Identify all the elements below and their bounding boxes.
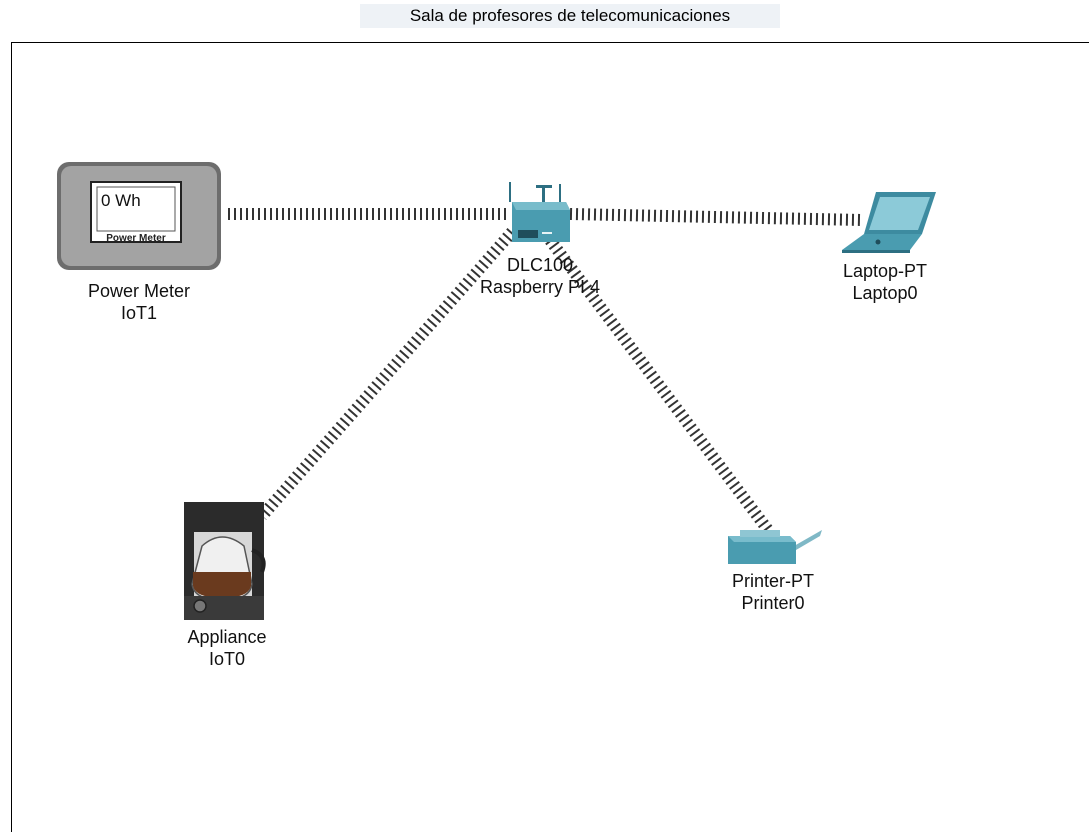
laptop-label: Laptop-PT Laptop0 bbox=[800, 260, 970, 304]
gateway-icon bbox=[509, 182, 570, 242]
meter-reading: 0 Wh bbox=[101, 191, 141, 210]
link-gateway-laptop bbox=[569, 208, 863, 226]
appliance-name: IoT0 bbox=[208, 649, 246, 669]
gateway-type: DLC100 bbox=[506, 255, 574, 275]
power-meter-label: Power Meter IoT1 bbox=[55, 280, 223, 324]
diagram-title: Sala de profesores de telecomunicaciones bbox=[360, 4, 780, 28]
gateway-device[interactable] bbox=[504, 180, 574, 248]
printer-name: Printer0 bbox=[741, 593, 805, 613]
meter-brand-text: Power Meter bbox=[106, 233, 166, 244]
appliance-label: Appliance IoT0 bbox=[142, 626, 312, 670]
appliance-device[interactable] bbox=[182, 500, 272, 622]
printer-label: Printer-PT Printer0 bbox=[688, 570, 858, 614]
printer-device[interactable] bbox=[726, 522, 826, 568]
laptop-device[interactable] bbox=[836, 188, 940, 254]
gateway-label: DLC100 Raspberry PI 4 bbox=[440, 254, 640, 298]
appliance-type: Appliance bbox=[187, 627, 267, 647]
power-meter-device[interactable]: 0 Wh Power Meter bbox=[55, 160, 223, 272]
laptop-type: Laptop-PT bbox=[842, 261, 928, 281]
gateway-name: Raspberry PI 4 bbox=[479, 277, 601, 297]
link-gateway-printer bbox=[545, 236, 773, 534]
printer-icon bbox=[728, 530, 822, 564]
laptop-name: Laptop0 bbox=[852, 283, 918, 303]
workspace-canvas[interactable] bbox=[11, 42, 1089, 832]
power-meter-icon: 0 Wh Power Meter bbox=[57, 162, 221, 270]
power-meter-type: Power Meter bbox=[87, 281, 191, 301]
laptop-icon bbox=[842, 192, 936, 253]
power-meter-name: IoT1 bbox=[120, 303, 158, 323]
printer-type: Printer-PT bbox=[731, 571, 814, 591]
coffee-maker-icon bbox=[184, 502, 266, 620]
